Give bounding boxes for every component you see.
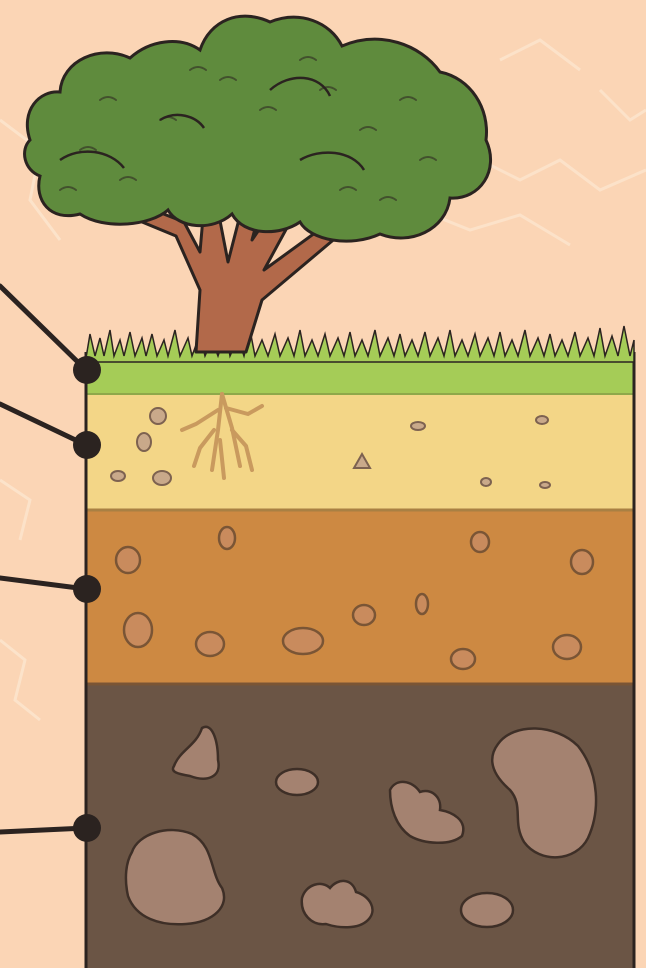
- pointer-dot: [73, 575, 101, 603]
- topsoil-layer: [86, 394, 634, 510]
- pointer-dot: [73, 431, 101, 459]
- subsoil-layer: [86, 510, 634, 684]
- pointer-dot: [73, 356, 101, 384]
- pointer-dot: [73, 814, 101, 842]
